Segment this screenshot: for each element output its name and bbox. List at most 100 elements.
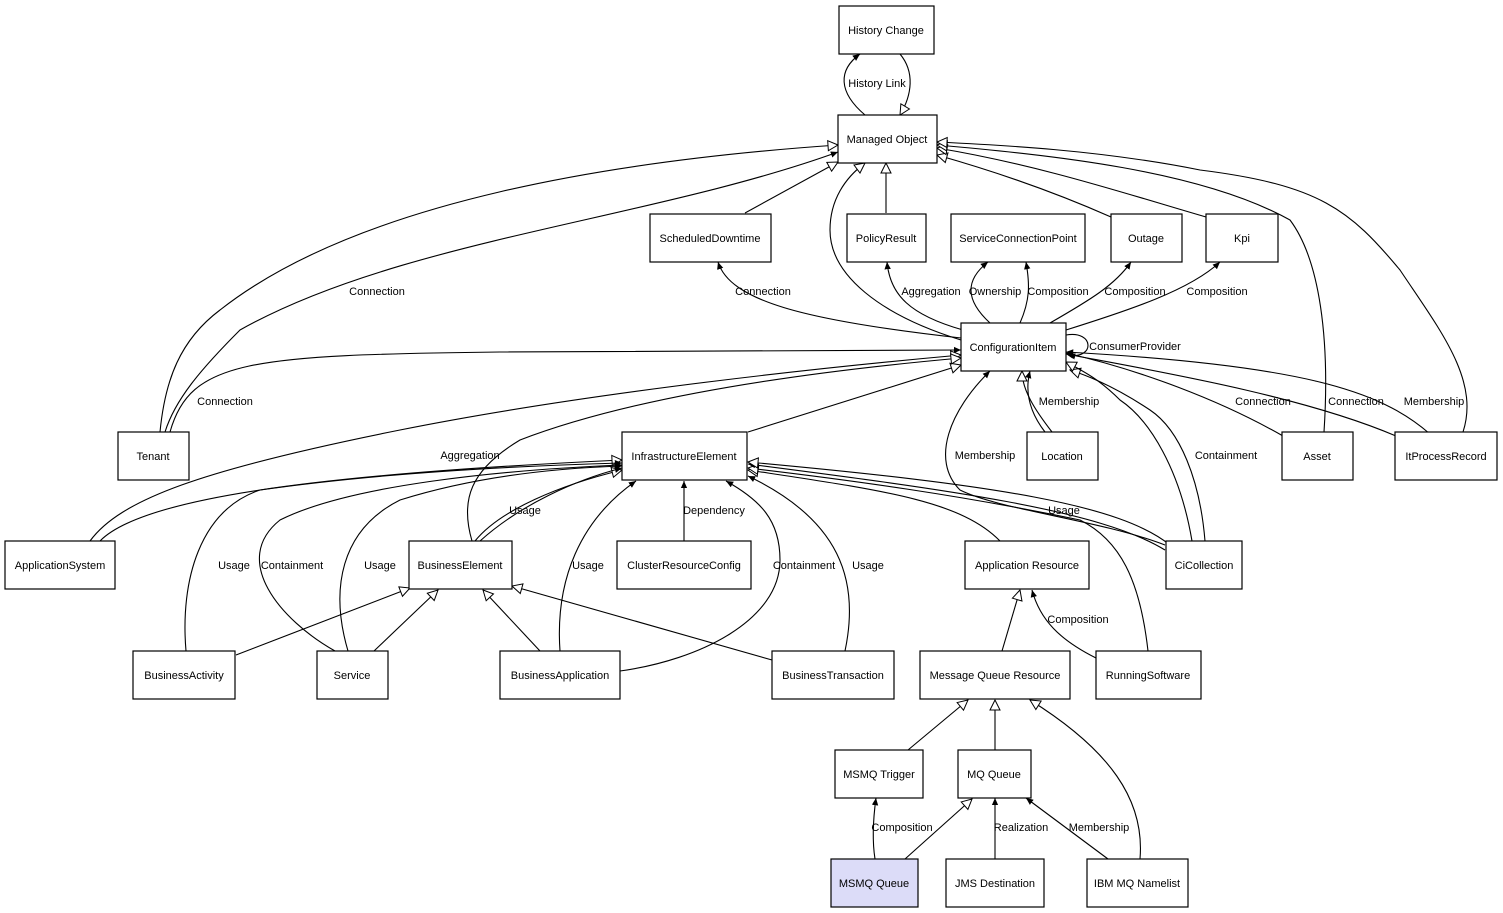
edge-ci-composition-kpi: [1065, 261, 1221, 331]
edge-business-transaction-business-element: [512, 586, 773, 661]
edge-msmq-queue-composition-trigger: [871, 797, 879, 860]
node-label: History Change: [848, 25, 924, 37]
node-running-software[interactable]: RunningSoftware: [1095, 650, 1202, 700]
node-history-change[interactable]: History Change: [838, 5, 935, 55]
node-policy-result[interactable]: PolicyResult: [846, 213, 927, 263]
node-configuration-item[interactable]: ConfigurationItem: [960, 322, 1067, 372]
node-outage[interactable]: Outage: [1110, 213, 1183, 263]
edge-outage-managed-object: [937, 155, 1112, 218]
label-aggregation-as: Aggregation: [440, 450, 499, 462]
edge-ibm-namelist-mqr: [1030, 700, 1142, 860]
edge-business-element-infra: [474, 470, 622, 542]
label-usage-ba-act: Usage: [218, 560, 250, 572]
label-usage-bapp: Usage: [572, 560, 604, 572]
node-service[interactable]: Service: [316, 650, 389, 700]
node-mq-queue[interactable]: MQ Queue: [957, 749, 1032, 799]
node-business-activity[interactable]: BusinessActivity: [132, 650, 236, 700]
node-business-transaction[interactable]: BusinessTransaction: [771, 650, 895, 700]
label-connection-asset: Connection: [1235, 396, 1291, 408]
label-membership-ibm: Membership: [1069, 822, 1130, 834]
edge-application-system-ci: [89, 355, 961, 542]
edge-application-resource-infra: [748, 470, 1001, 542]
label-usage-cicoll: Usage: [1048, 505, 1080, 517]
label-ownership: Ownership: [969, 286, 1022, 298]
edge-service-usage-infra: [339, 463, 623, 652]
node-message-queue-resource[interactable]: Message Queue Resource: [919, 650, 1071, 700]
node-label: RunningSoftware: [1106, 670, 1190, 682]
node-label: IBM MQ Namelist: [1094, 878, 1180, 890]
node-label: ScheduledDowntime: [660, 233, 761, 245]
node-label: BusinessApplication: [511, 670, 609, 682]
node-business-application[interactable]: BusinessApplication: [499, 650, 621, 700]
edge-msmq-trigger-mqr: [907, 700, 968, 751]
node-label: BusinessElement: [418, 560, 503, 572]
node-infrastructure-element[interactable]: InfrastructureElement: [621, 431, 748, 481]
edge-history-link: [843, 53, 866, 116]
label-connection-tenant-ci: Connection: [197, 396, 253, 408]
node-business-element[interactable]: BusinessElement: [408, 540, 513, 590]
edge-cicollection-membership-ci: [945, 370, 1166, 546]
node-label: ItProcessRecord: [1405, 451, 1486, 463]
label-membership-cicoll: Membership: [955, 450, 1016, 462]
label-membership-itpr: Membership: [1404, 396, 1465, 408]
node-ibm-mq-namelist[interactable]: IBM MQ Namelist: [1086, 858, 1189, 908]
edge-ci-ownership-scp: [970, 261, 991, 324]
edge-service-containment-infra: [258, 462, 623, 652]
label-composition-scp: Composition: [1027, 286, 1088, 298]
edge-asset-managed-object: [937, 145, 1327, 433]
edge-mqr-application-resource: [1001, 590, 1020, 652]
edge-business-element-usage-infra: [479, 466, 623, 542]
edge-cicollection-infra: [748, 462, 1171, 546]
node-location[interactable]: Location: [1026, 431, 1099, 481]
label-containment-cicoll: Containment: [1195, 450, 1257, 462]
node-msmq-queue[interactable]: MSMQ Queue: [830, 858, 919, 908]
edge-location-ci: [1022, 371, 1053, 433]
label-usage-be: Usage: [509, 505, 541, 517]
edge-cicollection-containment-ci: [1066, 362, 1193, 542]
node-msmq-trigger[interactable]: MSMQ Trigger: [834, 749, 924, 799]
node-label: Managed Object: [847, 134, 928, 146]
edge-tenant-connection-ci: [169, 346, 962, 433]
node-label: Message Queue Resource: [930, 670, 1061, 682]
node-label: ClusterResourceConfig: [627, 560, 741, 572]
node-label: Application Resource: [975, 560, 1079, 572]
node-label: Outage: [1128, 233, 1164, 245]
edge-cicollection-usage-infra: [747, 461, 1166, 551]
label-history-link: History Link: [848, 78, 906, 90]
edge-itpr-connection-ci: [1065, 352, 1397, 437]
node-tenant[interactable]: Tenant: [117, 431, 190, 481]
node-kpi[interactable]: Kpi: [1205, 213, 1279, 263]
node-managed-object[interactable]: Managed Object: [837, 114, 938, 164]
edge-running-software-infra: [748, 468, 1149, 652]
edge-itprocessrecord-managed-object: [937, 142, 1468, 433]
node-it-process-record[interactable]: ItProcessRecord: [1394, 431, 1498, 481]
edge-tenant-connection-managed-object: [164, 151, 839, 433]
node-scheduled-downtime[interactable]: ScheduledDowntime: [649, 213, 772, 263]
node-label: Service: [334, 670, 371, 682]
label-containment-service: Containment: [261, 560, 323, 572]
label-connection-tenant-mo: Connection: [349, 286, 405, 298]
node-service-connection-point[interactable]: ServiceConnectionPoint: [950, 213, 1086, 263]
edge-ibm-membership-mq-queue: [1025, 797, 1109, 860]
label-realization: Realization: [994, 822, 1048, 834]
node-application-resource[interactable]: Application Resource: [964, 540, 1090, 590]
edges: [89, 53, 1468, 860]
edge-service-business-element: [373, 590, 438, 652]
edge-ci-aggregation-policy-result: [884, 261, 964, 331]
node-jms-destination[interactable]: JMS Destination: [945, 858, 1045, 908]
edge-business-transaction-usage-infra: [747, 475, 851, 652]
label-usage-bt: Usage: [852, 560, 884, 572]
node-label: BusinessActivity: [144, 670, 224, 682]
edge-itpr-membership-ci: [1065, 349, 1431, 435]
node-label: MQ Queue: [967, 769, 1021, 781]
edge-ci-managed-object: [829, 163, 962, 341]
node-application-system[interactable]: ApplicationSystem: [4, 540, 116, 590]
node-label: ApplicationSystem: [15, 560, 106, 572]
node-label: Location: [1041, 451, 1083, 463]
node-ci-collection[interactable]: CiCollection: [1165, 540, 1243, 590]
node-asset[interactable]: Asset: [1281, 431, 1354, 481]
node-cluster-resource-config[interactable]: ClusterResourceConfig: [616, 540, 752, 590]
edge-business-activity-usage-infra: [184, 460, 623, 652]
node-label: Kpi: [1234, 233, 1250, 245]
edge-history-change-generalization: [900, 53, 911, 115]
